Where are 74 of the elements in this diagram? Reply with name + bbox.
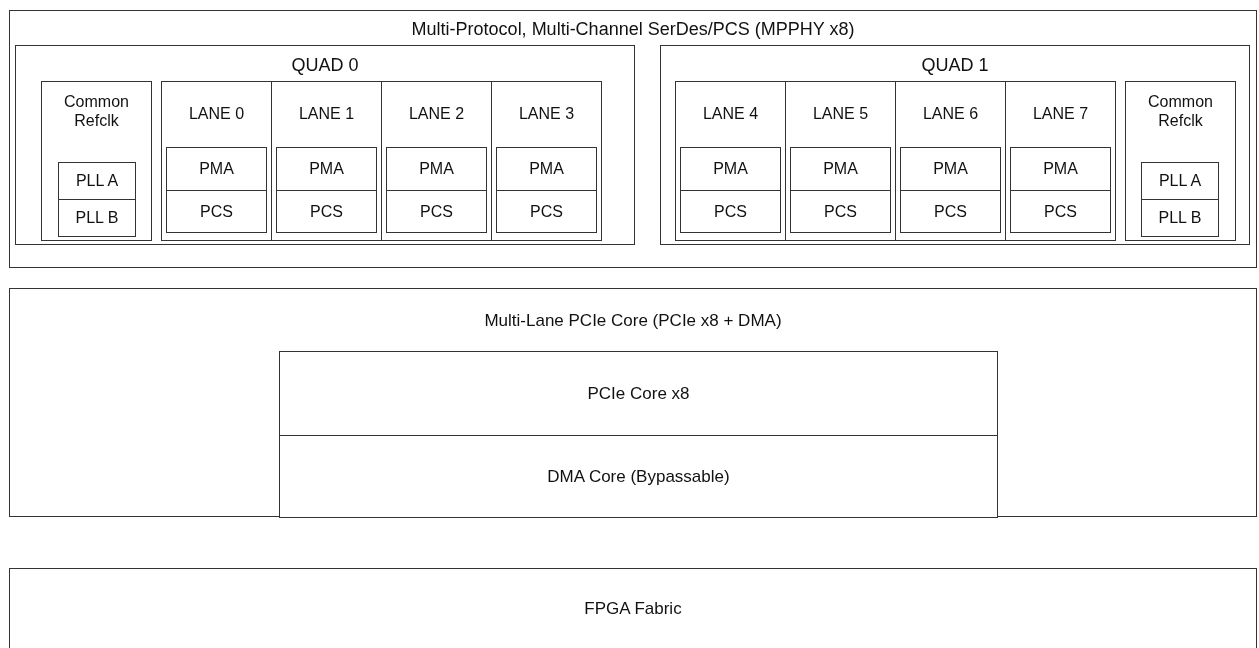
block-box bbox=[58, 199, 136, 237]
block-label: LANE 0 bbox=[187, 104, 246, 124]
block-box bbox=[660, 45, 1250, 245]
block-label: PLL A bbox=[1157, 171, 1203, 191]
block-box bbox=[895, 81, 1006, 241]
block-box bbox=[386, 147, 487, 191]
block-label: Multi-Lane PCIe Core (PCIe x8 + DMA) bbox=[483, 311, 783, 332]
block-label: Common Refclk bbox=[1147, 92, 1214, 131]
block-box bbox=[276, 147, 377, 191]
block-label: PMA bbox=[198, 159, 235, 179]
block-box bbox=[9, 568, 1257, 648]
block-label: PCS bbox=[933, 201, 968, 222]
block-label: PLL B bbox=[1157, 208, 1203, 228]
block-label: LANE 4 bbox=[701, 104, 760, 124]
block-label: LANE 5 bbox=[811, 104, 870, 124]
block-label: PCS bbox=[529, 201, 564, 222]
block-label: PCS bbox=[419, 201, 454, 222]
block-label: PCS bbox=[823, 201, 858, 222]
block-box bbox=[9, 10, 1257, 268]
block-box bbox=[15, 45, 635, 245]
block-label: PMA bbox=[822, 159, 859, 179]
block-box bbox=[1125, 81, 1236, 241]
block-box bbox=[161, 81, 272, 241]
block-label: PLL A bbox=[74, 171, 120, 191]
block-box bbox=[58, 162, 136, 200]
block-label: PMA bbox=[712, 159, 749, 179]
block-box bbox=[1005, 81, 1116, 241]
block-box bbox=[1010, 190, 1111, 233]
block-box bbox=[900, 147, 1001, 191]
block-box bbox=[491, 81, 602, 241]
block-label: QUAD 0 bbox=[290, 55, 360, 77]
block-box bbox=[9, 288, 1257, 517]
block-box bbox=[900, 190, 1001, 233]
block-label: PMA bbox=[932, 159, 969, 179]
block-label: LANE 3 bbox=[517, 104, 576, 124]
block-label: Multi-Protocol, Multi-Channel SerDes/PCS (MPPHY x8) bbox=[410, 19, 856, 41]
block-label: PCIe Core x8 bbox=[586, 383, 691, 404]
block-label: Common Refclk bbox=[63, 92, 130, 131]
block-box bbox=[381, 81, 492, 241]
block-label: FPGA Fabric bbox=[583, 599, 683, 620]
block-box bbox=[675, 81, 786, 241]
block-label: PCS bbox=[309, 201, 344, 222]
block-label: PMA bbox=[418, 159, 455, 179]
block-box bbox=[41, 81, 152, 241]
block-box bbox=[1010, 147, 1111, 191]
block-label: LANE 1 bbox=[297, 104, 356, 124]
block-label: LANE 7 bbox=[1031, 104, 1090, 124]
block-box bbox=[680, 147, 781, 191]
block-box bbox=[279, 435, 998, 518]
block-box bbox=[785, 81, 896, 241]
block-box bbox=[279, 351, 998, 436]
block-box bbox=[166, 190, 267, 233]
block-label: PMA bbox=[1042, 159, 1079, 179]
block-box bbox=[386, 190, 487, 233]
block-label: PMA bbox=[308, 159, 345, 179]
block-label: PCS bbox=[713, 201, 748, 222]
block-label: PLL B bbox=[74, 208, 120, 228]
block-box bbox=[496, 190, 597, 233]
block-box bbox=[790, 147, 891, 191]
block-label: PCS bbox=[1043, 201, 1078, 222]
block-box bbox=[496, 147, 597, 191]
block-box bbox=[1141, 199, 1219, 237]
block-box bbox=[790, 190, 891, 233]
block-box bbox=[680, 190, 781, 233]
block-label: LANE 2 bbox=[407, 104, 466, 124]
block-box bbox=[271, 81, 382, 241]
block-label: PCS bbox=[199, 201, 234, 222]
block-label: LANE 6 bbox=[921, 104, 980, 124]
block-label: QUAD 1 bbox=[920, 55, 990, 77]
block-box bbox=[276, 190, 377, 233]
block-label: DMA Core (Bypassable) bbox=[546, 466, 731, 487]
block-box bbox=[166, 147, 267, 191]
block-label: PMA bbox=[528, 159, 565, 179]
block-box bbox=[1141, 162, 1219, 200]
